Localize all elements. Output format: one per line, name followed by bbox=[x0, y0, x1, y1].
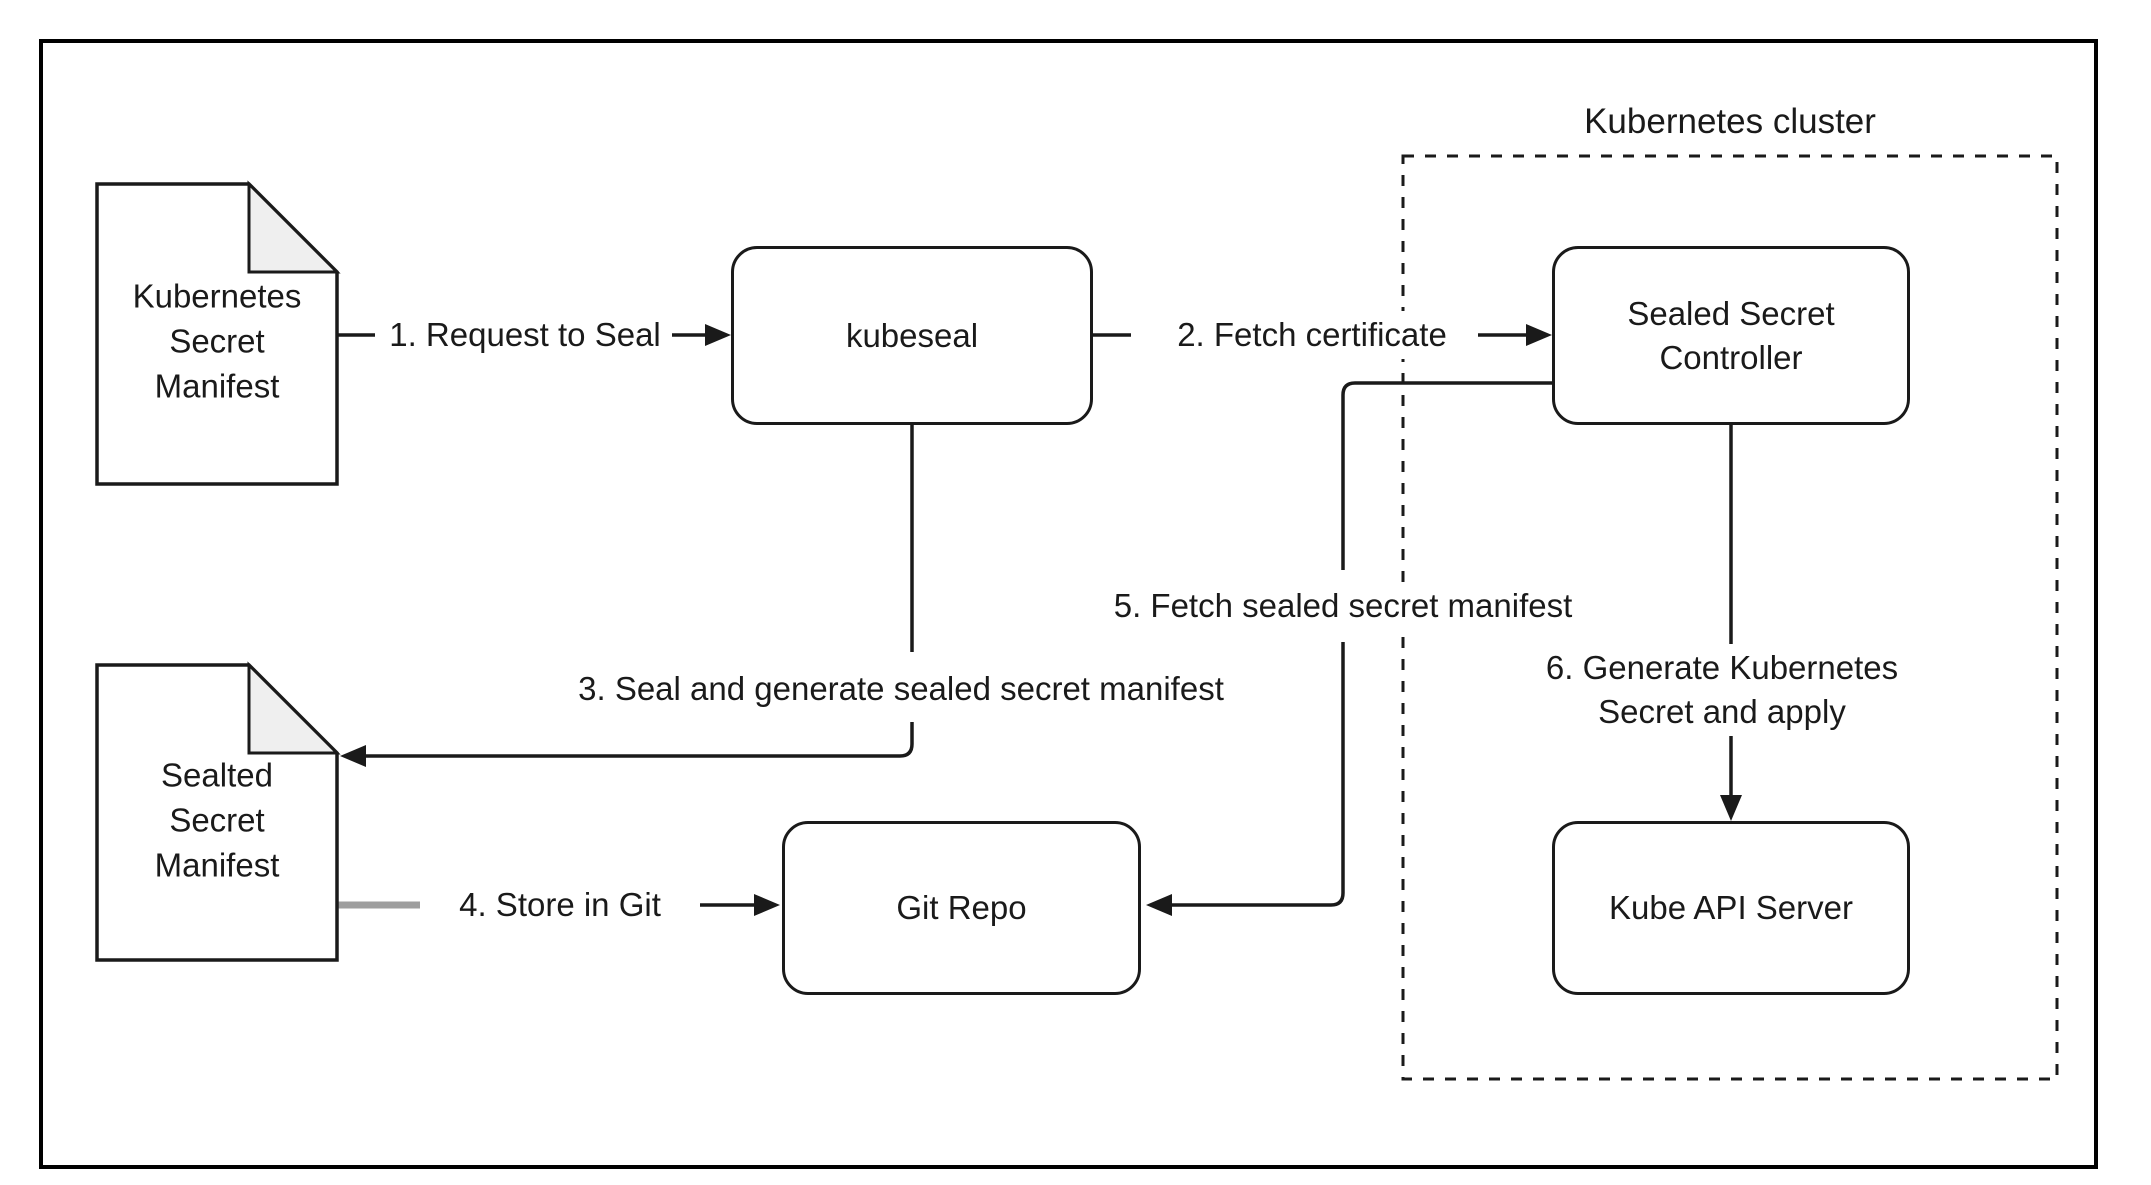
outer-border bbox=[39, 39, 2098, 1169]
edge-1-request-to-seal bbox=[337, 324, 731, 346]
node-sealed-secret-controller: Sealed Secret Controller bbox=[1552, 246, 1910, 425]
arrowhead-left-icon bbox=[340, 745, 366, 767]
arrowhead-left-icon bbox=[1146, 894, 1172, 916]
edge-label-store-in-git: 4. Store in Git bbox=[449, 881, 671, 929]
edge-line bbox=[362, 722, 914, 758]
arrowhead-right-icon bbox=[1526, 324, 1552, 346]
edge-5-fetch-sealed-secret-manifest bbox=[1146, 381, 1552, 916]
cluster-label: Kubernetes cluster bbox=[1584, 102, 1876, 141]
document-icon-sealted-secret-manifest bbox=[95, 661, 341, 962]
edge-line bbox=[1341, 381, 1552, 570]
node-label: Sealed Secret Controller bbox=[1627, 294, 1835, 376]
document-fold-corner bbox=[247, 180, 341, 274]
edge-label-fetch-sealed-secret-manifest: 5. Fetch sealed secret manifest bbox=[1103, 582, 1583, 630]
node-label: Kube API Server bbox=[1609, 889, 1853, 926]
edge-label-seal-and-generate: 3. Seal and generate sealed secret manif… bbox=[568, 665, 1234, 713]
edge-4-store-in-git bbox=[337, 894, 780, 916]
edge-label-generate-secret-and-apply: 6. Generate Kubernetes Secret and apply bbox=[1535, 644, 1909, 736]
edge-label-fetch-certificate: 2. Fetch certificate bbox=[1167, 311, 1457, 359]
arrowhead-right-icon bbox=[705, 324, 731, 346]
node-kube-api-server: Kube API Server bbox=[1552, 821, 1910, 995]
node-label-sealted-secret-manifest: Sealted Secret Manifest bbox=[154, 756, 280, 884]
node-label: kubeseal bbox=[845, 316, 979, 354]
edge-2-fetch-certificate bbox=[1093, 324, 1552, 346]
node-git-repo: Git Repo bbox=[782, 821, 1141, 995]
edge-line bbox=[1168, 642, 1345, 907]
node-kubeseal: kubeseal bbox=[731, 246, 1093, 425]
node-label: Git Repo bbox=[896, 889, 1027, 926]
document-icon-kubernetes-secret-manifest bbox=[95, 180, 341, 486]
edge-6-generate-secret-and-apply bbox=[1720, 425, 1742, 821]
document-fold-corner bbox=[247, 661, 341, 755]
arrowhead-right-icon bbox=[754, 894, 780, 916]
edge-label-request-to-seal: 1. Request to Seal bbox=[379, 311, 671, 359]
edge-3-seal-and-generate bbox=[340, 425, 914, 767]
arrowhead-down-icon bbox=[1720, 795, 1742, 821]
node-label-kubernetes-secret-manifest: Kubernetes Secret Manifest bbox=[132, 277, 302, 405]
